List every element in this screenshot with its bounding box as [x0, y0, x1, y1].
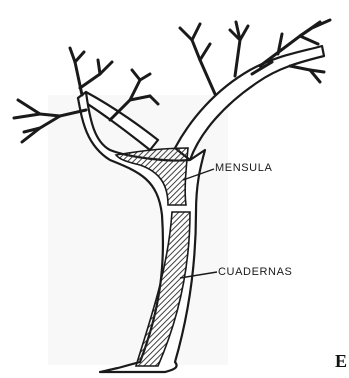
corner-letter: E	[335, 351, 347, 372]
cuadernas-label: CUADERNAS	[218, 266, 292, 278]
mensula-label: MENSULA	[215, 162, 272, 174]
